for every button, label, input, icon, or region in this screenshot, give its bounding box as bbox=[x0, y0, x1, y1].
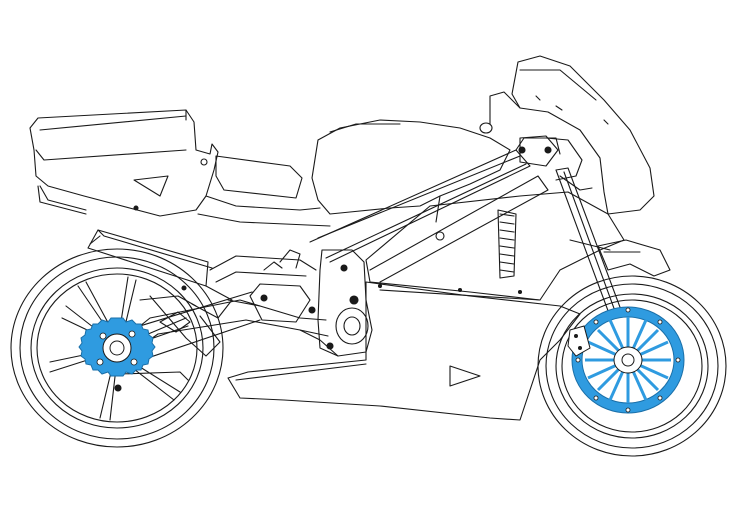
exhaust-muffler bbox=[87, 229, 233, 357]
seat bbox=[197, 155, 331, 227]
hardware-bolts bbox=[114, 146, 552, 392]
engine bbox=[209, 249, 373, 357]
side-fairing bbox=[365, 191, 625, 301]
rear-sprocket-highlight bbox=[78, 317, 156, 377]
upper-fairing bbox=[479, 55, 655, 215]
fuel-tank bbox=[311, 119, 511, 223]
frame bbox=[309, 137, 561, 283]
lower-fairing bbox=[227, 281, 581, 421]
tail-fairing bbox=[29, 109, 219, 217]
front-brake-disc-highlight bbox=[567, 306, 685, 414]
